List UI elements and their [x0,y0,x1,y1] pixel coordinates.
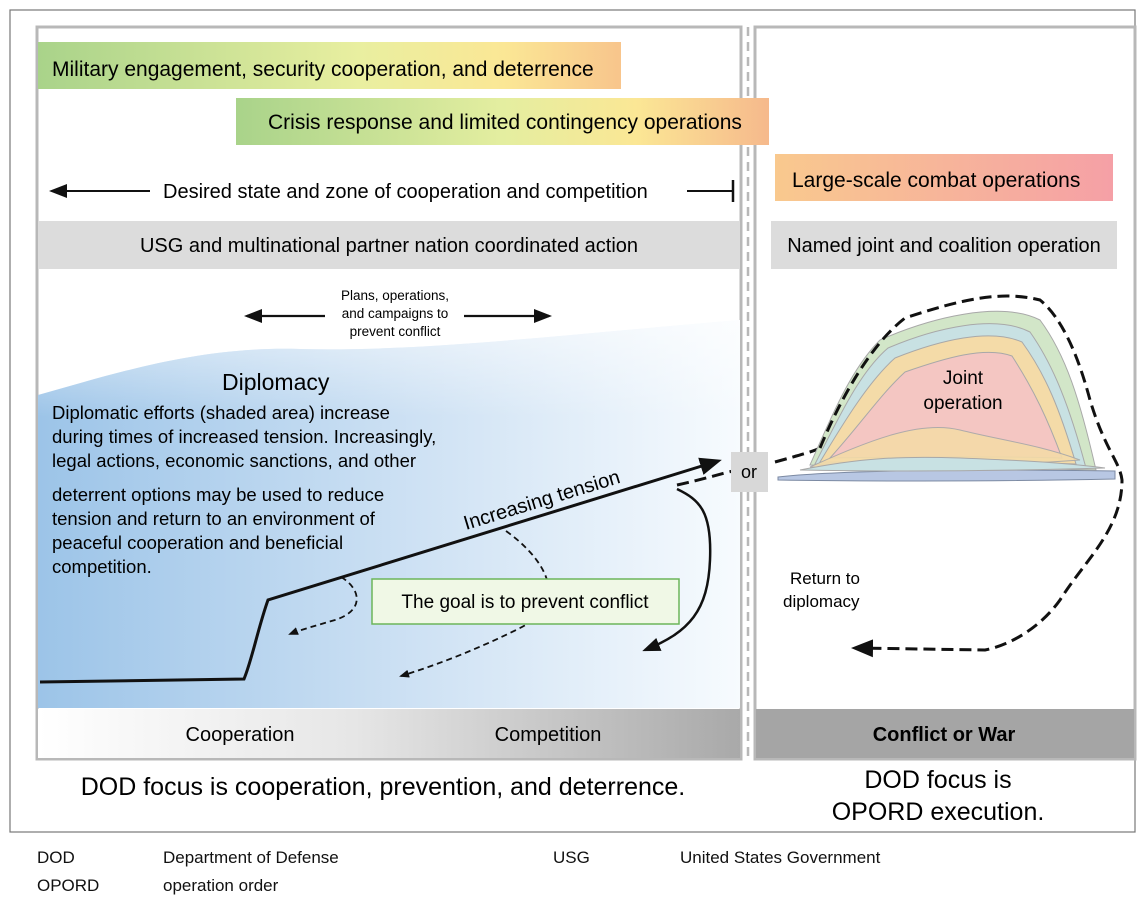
crisis-response-bar [236,98,769,145]
plans-label-line-1: Plans, operations, [341,288,449,303]
named-operation-bar [771,221,1117,269]
plans-label-line-2: and campaigns to [342,306,449,321]
de-escalation-arrow [642,487,712,652]
return-label-line-2: diplomacy [783,592,860,611]
diplomacy-text-line-1: Diplomatic efforts (shaded area) increas… [52,402,390,423]
goal-box [371,578,680,625]
right-panel-frame [753,25,1137,761]
return-to-diplomacy-dashed-arrow [818,294,1124,658]
plans-label-line-3: prevent conflict [350,324,441,339]
diplomacy-description: Diplomatic efforts (shaded area) increas… [52,402,436,577]
abbr-term-usg: USG [553,848,590,867]
cooperation-competition-band [38,709,740,758]
diplomacy-text-line-2: during times of increased tension. Incre… [52,426,436,447]
diplomacy-text-line-7: competition. [52,556,152,577]
usg-coordination-bar [38,221,740,269]
conflict-band [756,709,1134,758]
crisis-response-label: Crisis response and limited contingency … [268,111,742,134]
or-box [731,452,768,492]
goal-label: The goal is to prevent conflict [401,592,649,613]
diplomacy-text-line-5: tension and return to an environment of [52,508,376,529]
abbr-def-dod: Department of Defense [163,848,339,867]
abbr-term-dod: DOD [37,848,75,867]
abbr-term-opord: OPORD [37,876,100,895]
military-engagement-label: Military engagement, security cooperatio… [52,58,594,81]
named-operation-label: Named joint and coalition operation [787,235,1101,257]
joint-operation-label-line-1: Joint [943,368,984,389]
dashed-return-arrow-1 [288,576,358,635]
joint-operation-label-line-2: operation [923,393,1002,414]
diplomacy-text-line-4: deterrent options may be used to reduce [52,484,384,505]
diplomacy-title: Diplomacy [222,369,330,395]
cooperation-label: Cooperation [186,724,295,746]
military-engagement-bar [38,42,621,89]
left-panel-frame [35,25,743,761]
conflict-label: Conflict or War [873,724,1016,746]
competition-label: Competition [495,724,602,746]
abbr-def-usg: United States Government [680,848,881,867]
increasing-tension-line [39,457,722,684]
dashed-return-arrow-2 [399,530,550,678]
desired-state-label: Desired state and zone of cooperation an… [163,181,648,203]
usg-coordination-label: USG and multinational partner nation coo… [140,235,638,257]
abbr-def-opord: operation order [163,876,279,895]
or-label: or [741,462,757,482]
return-label-line-1: Return to [790,569,860,588]
diplomacy-text-line-6: peaceful cooperation and beneficial [52,532,343,553]
focus-right-line-2: OPORD execution. [832,798,1045,826]
large-scale-combat-label: Large-scale combat operations [792,169,1080,192]
diplomacy-text-line-3: legal actions, economic sanctions, and o… [52,450,416,471]
focus-right-line-1: DOD focus is [864,766,1011,794]
large-scale-combat-bar [775,154,1113,201]
joint-operation-mound [777,310,1116,482]
focus-left: DOD focus is cooperation, prevention, an… [81,773,686,801]
